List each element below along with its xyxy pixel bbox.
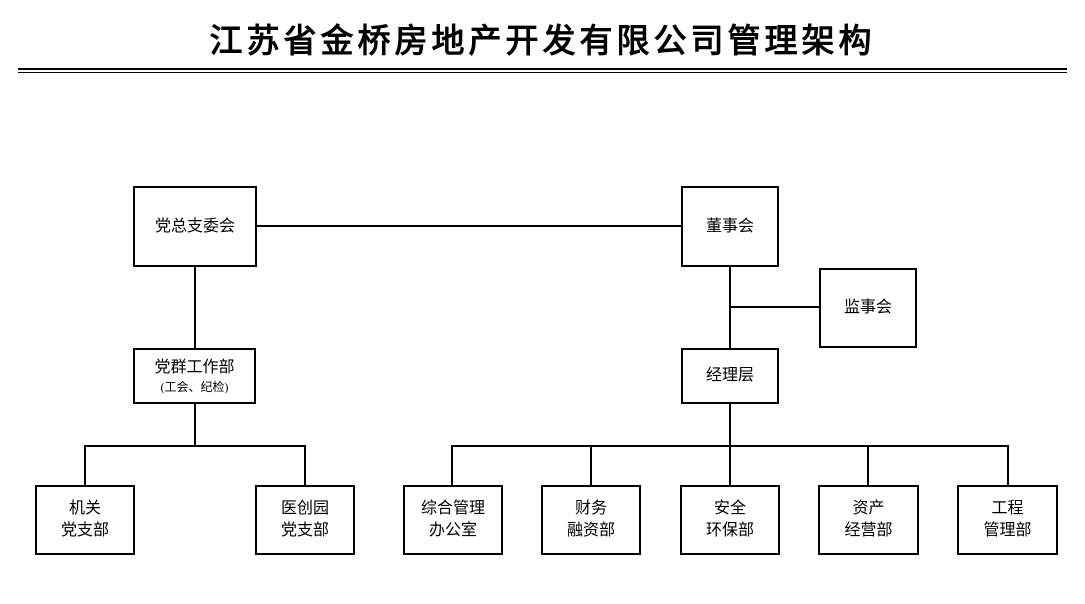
node-label-line1: 综合管理 — [420, 500, 485, 517]
node-label-line1: 医创园 — [280, 500, 329, 517]
node-label-line1: 资产 — [852, 500, 885, 517]
node-label: 经理层 — [705, 367, 754, 384]
node-label-line1: 安全 — [713, 500, 746, 517]
connector-drop-general-office — [451, 445, 453, 485]
page-title: 江苏省金桥房地产开发有限公司管理架构 — [209, 24, 876, 60]
connector-drop-finance — [590, 445, 592, 485]
node-label: 党群工作部 — [154, 358, 235, 376]
node-label-line2: 融资部 — [566, 522, 615, 539]
connector-drop-engineering — [1007, 445, 1009, 485]
node-asset-operation-dept: 资产 经营部 — [818, 485, 919, 555]
node-label-line1: 工程 — [991, 500, 1024, 517]
node-label-line2: 党支部 — [280, 522, 329, 539]
node-office-party-branch: 机关 党支部 — [35, 485, 135, 555]
connector-party-to-partymass — [194, 267, 196, 348]
node-label-line2: 党支部 — [60, 522, 109, 539]
connector-drop-office-branch — [84, 445, 86, 485]
node-manager-level: 经理层 — [681, 348, 779, 404]
node-label-line2: 管理部 — [983, 522, 1032, 539]
connector-party-board — [257, 225, 681, 227]
node-label-line2: 环保部 — [705, 522, 754, 539]
connector-partymass-down — [194, 404, 196, 445]
node-label-line2: 办公室 — [428, 522, 477, 539]
node-sublabel: (工会、纪检) — [160, 379, 229, 394]
node-label-line1: 财务 — [574, 500, 607, 517]
connector-manager-down — [729, 404, 731, 485]
node-label: 监事会 — [843, 299, 892, 316]
connector-to-supervisory — [731, 306, 819, 308]
node-party-mass-work-dept: 党群工作部 (工会、纪检) — [133, 348, 256, 404]
connector-left-distribution — [84, 445, 306, 447]
connector-board-to-manager — [729, 267, 731, 348]
node-label: 党总支委会 — [154, 217, 235, 235]
connector-drop-yichuang-branch — [304, 445, 306, 485]
node-general-management-office: 综合管理 办公室 — [403, 485, 503, 555]
node-label-line1: 机关 — [68, 500, 101, 517]
node-finance-financing-dept: 财务 融资部 — [541, 485, 641, 555]
node-safety-environment-dept: 安全 环保部 — [680, 485, 780, 555]
node-label-line2: 经营部 — [844, 522, 893, 539]
node-supervisory-board: 监事会 — [819, 268, 917, 348]
node-party-general-branch-committee: 党总支委会 — [133, 186, 257, 267]
title-double-rule — [18, 68, 1067, 73]
connector-right-distribution — [451, 445, 1009, 447]
node-label: 董事会 — [705, 217, 754, 235]
node-board-of-directors: 董事会 — [681, 186, 779, 267]
connector-drop-asset — [867, 445, 869, 485]
node-yichuangyuan-party-branch: 医创园 党支部 — [255, 485, 355, 555]
node-engineering-management-dept: 工程 管理部 — [957, 485, 1058, 555]
